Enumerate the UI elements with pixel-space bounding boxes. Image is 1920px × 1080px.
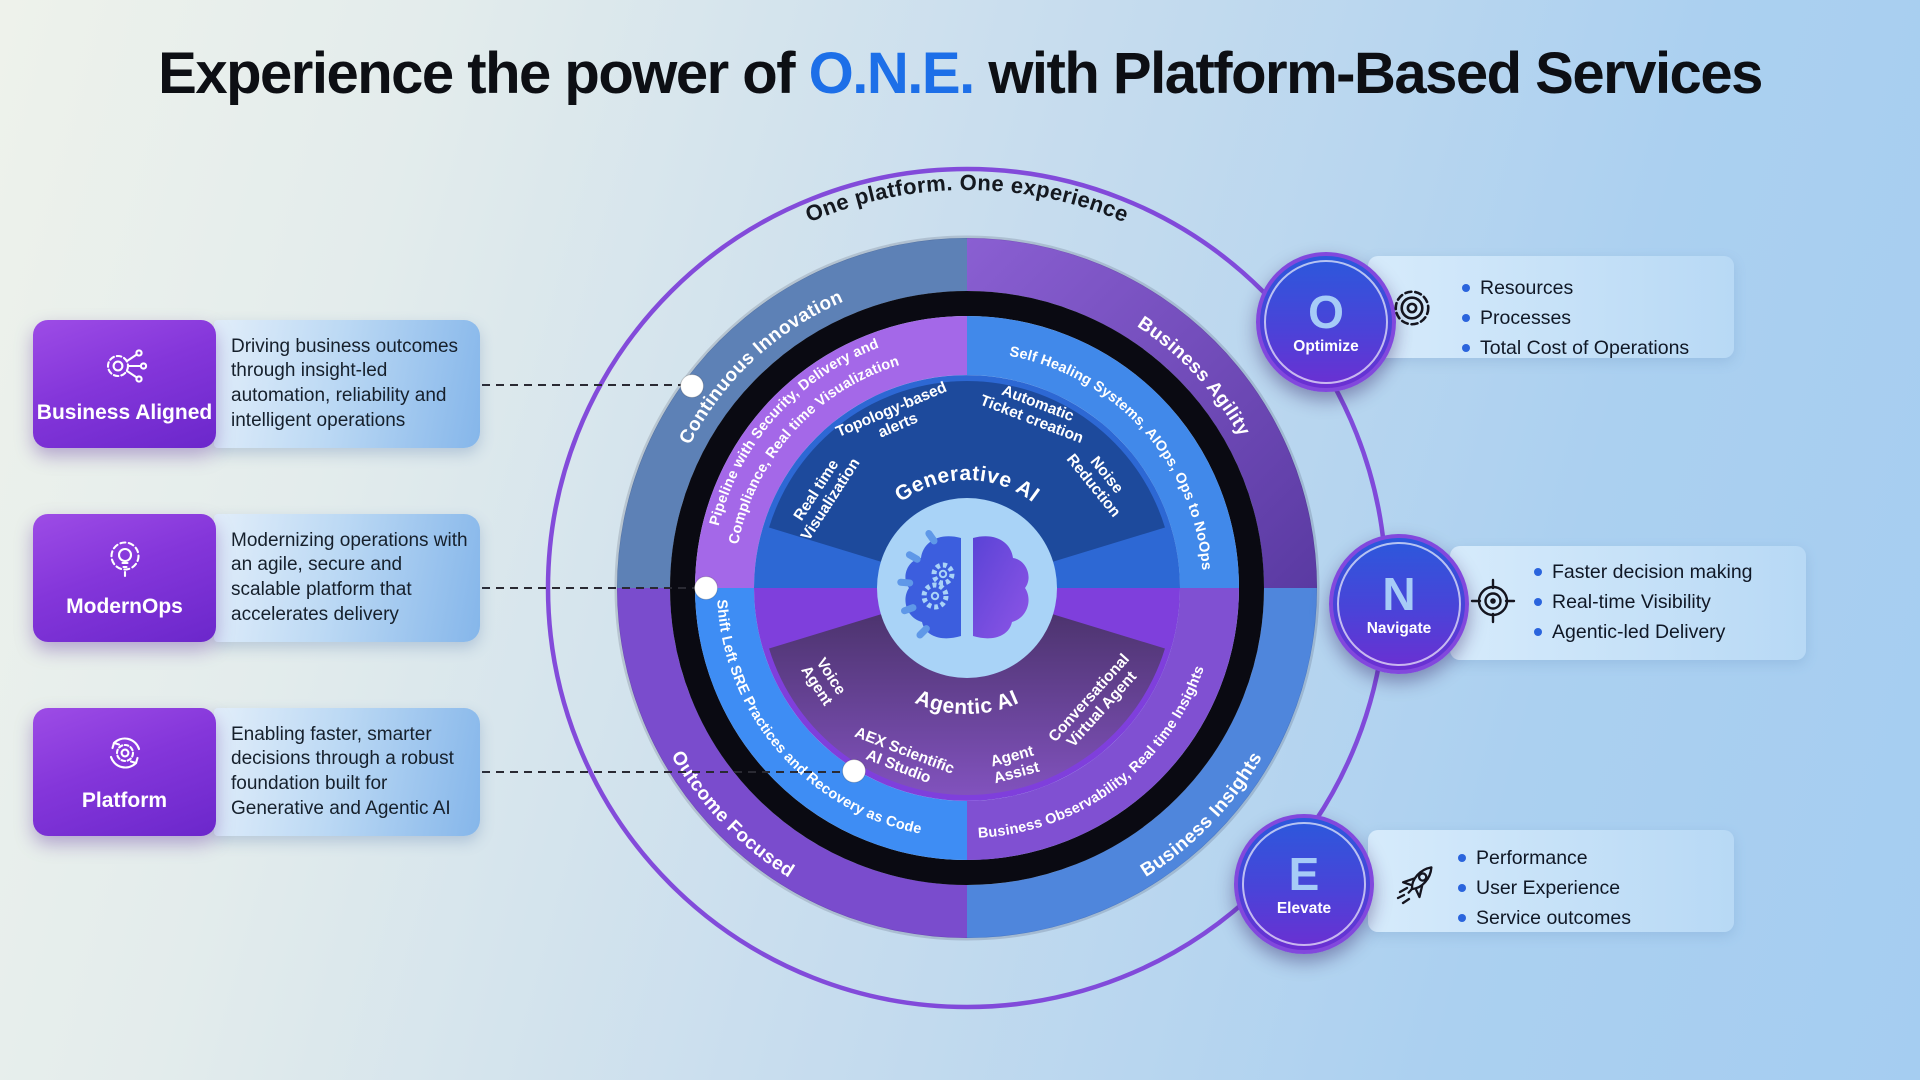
card-label: Business Aligned	[36, 401, 213, 425]
tagline-arc-text: One platform. One experience	[802, 170, 1132, 227]
card-business-aligned: Business Aligned	[33, 320, 216, 448]
card-description-text: Enabling faster, smarter decisions throu…	[231, 723, 454, 819]
badge-label: Elevate	[1276, 899, 1332, 917]
badge-elevate: E Elevate	[1234, 814, 1374, 954]
title-pre: Experience the power of	[158, 41, 809, 106]
agentic-item-0: VoiceAgent	[797, 653, 849, 708]
elevate-bullets: Performance User Experience Service outc…	[1456, 846, 1631, 936]
band-segment-top-left	[695, 316, 967, 588]
bullet-item: Performance	[1456, 846, 1631, 871]
brain-icon	[897, 530, 1029, 639]
card-label: ModernOps	[66, 595, 183, 619]
agentic-fan	[769, 588, 1165, 795]
badge-letter: E	[1288, 847, 1320, 900]
connector-dot-1	[694, 576, 718, 600]
gear-bulb-icon	[99, 536, 151, 587]
card-platform: Platform	[33, 708, 216, 836]
title-highlight: O.N.E.	[808, 41, 976, 106]
center-circle	[877, 498, 1057, 678]
gear-circuit-icon	[99, 342, 151, 393]
card-description-text: Modernizing operations with an agile, se…	[231, 529, 468, 625]
generative-fan	[769, 380, 1165, 588]
rocket-icon	[1390, 854, 1446, 915]
outer-segment-bottom-right	[967, 588, 1317, 938]
badge-letter: O	[1308, 285, 1344, 338]
target-icon	[1470, 578, 1516, 629]
page-title: Experience the power of O.N.E. with Plat…	[0, 40, 1920, 107]
title-post: with Platform-Based Services	[973, 41, 1763, 106]
band-segment-bottom-left	[695, 588, 967, 860]
navigate-panel	[1450, 546, 1806, 660]
navigate-bullets: Faster decision making Real-time Visibil…	[1532, 560, 1753, 650]
badge-optimize: O Optimize	[1256, 252, 1396, 392]
outer-segment-top-left	[617, 238, 967, 588]
card-description-text: Driving business outcomes through insigh…	[231, 335, 459, 431]
elevate-panel	[1368, 830, 1734, 932]
outer-segment-bottom-left	[617, 588, 967, 938]
card-modernops: ModernOps	[33, 514, 216, 642]
bullet-item: Faster decision making	[1532, 560, 1753, 585]
optimize-bullets: Resources Processes Total Cost of Operat…	[1460, 276, 1689, 366]
gear-refresh-icon	[99, 730, 151, 781]
badge-label: Optimize	[1293, 337, 1359, 355]
connector-dot-0	[680, 374, 704, 398]
card-label: Platform	[81, 789, 168, 813]
bullet-item: Total Cost of Operations	[1460, 336, 1689, 361]
outer-segment-top-right	[967, 238, 1317, 588]
gear-icon	[1386, 282, 1438, 339]
badge-navigate: N Navigate	[1329, 534, 1469, 674]
badge-label: Navigate	[1366, 619, 1432, 637]
bullet-item: Processes	[1460, 306, 1689, 331]
bullet-item: Real-time Visibility	[1532, 590, 1753, 615]
tagline-arc: One platform. One experience	[802, 170, 1133, 227]
bullet-item: Agentic-led Delivery	[1532, 620, 1753, 645]
bullet-item: Resources	[1460, 276, 1689, 301]
band-segment-bottom-right	[967, 588, 1239, 860]
card-modernops-description: Modernizing operations with an agile, se…	[214, 514, 480, 642]
bullet-item: Service outcomes	[1456, 906, 1631, 931]
badge-letter: N	[1382, 567, 1416, 620]
card-platform-description: Enabling faster, smarter decisions throu…	[214, 708, 480, 836]
band-segment-top-right	[967, 316, 1239, 588]
bullet-item: User Experience	[1456, 876, 1631, 901]
connector-dot-2	[842, 759, 866, 783]
card-business-aligned-description: Driving business outcomes through insigh…	[214, 320, 480, 448]
